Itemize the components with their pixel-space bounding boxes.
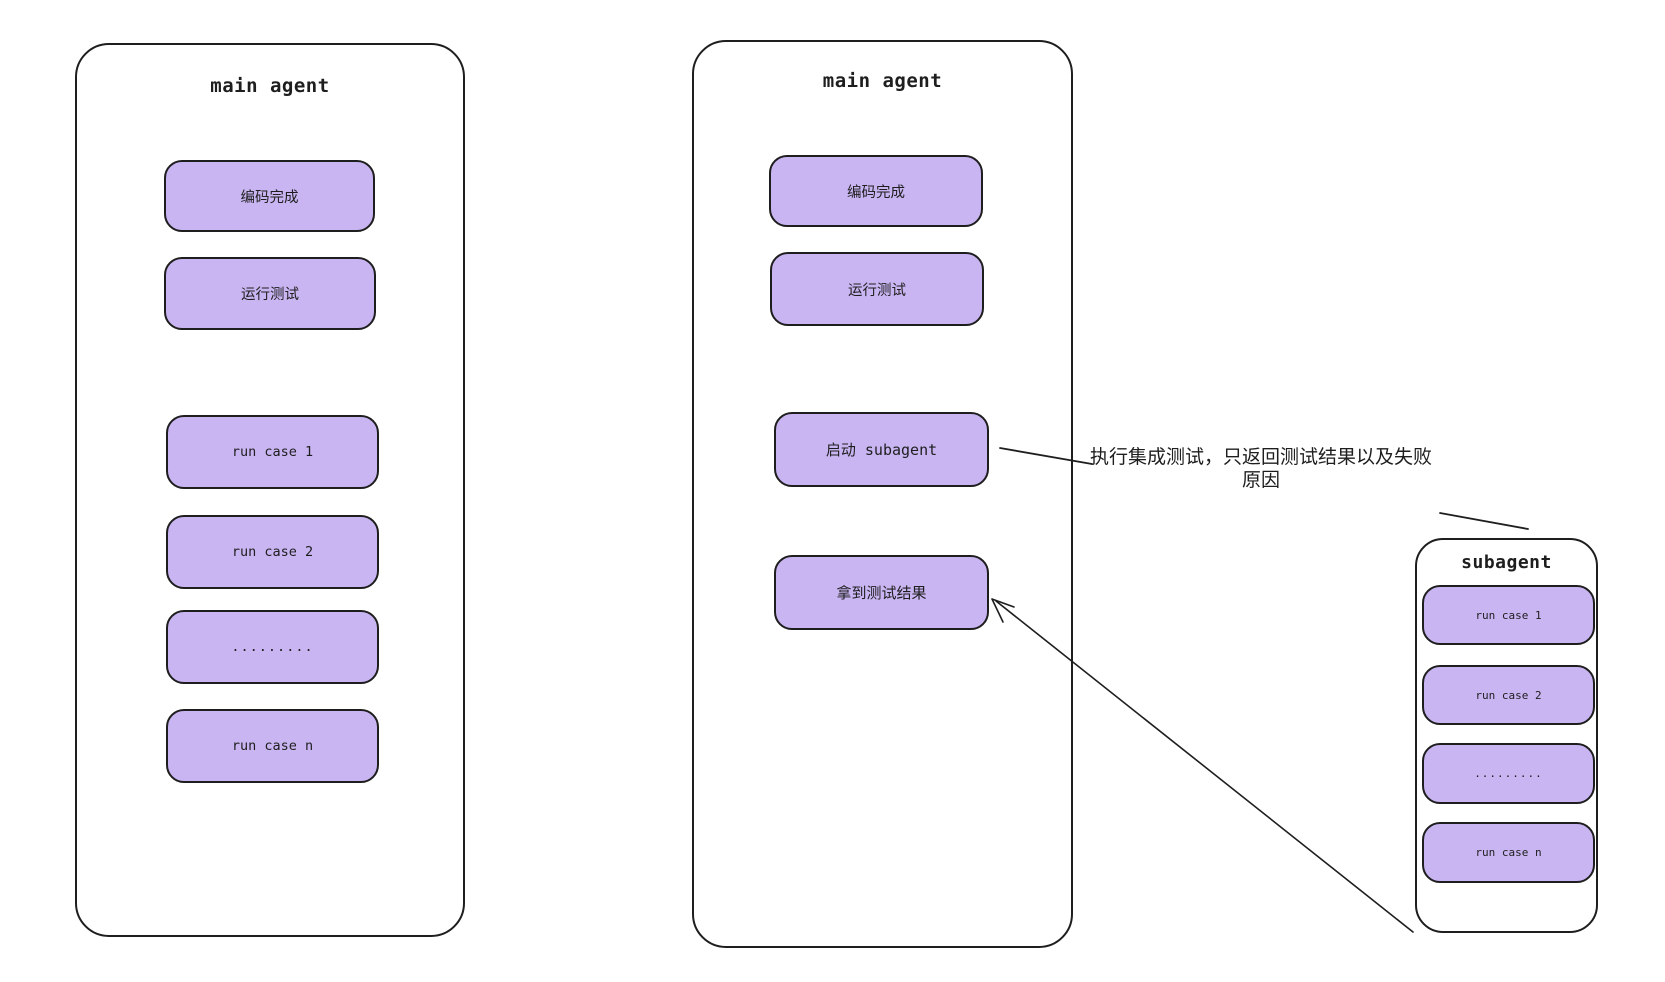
annotation-line-1: 执行集成测试，只返回测试结果以及失败 [1089,447,1432,468]
step-pill-coding-done: 编码完成 [164,160,375,232]
arrow-annotation-label: 执行集成测试，只返回测试结果以及失败 原因 [1072,446,1450,492]
step-pill-get-results: 拿到测试结果 [774,555,989,630]
arrow-annotation-to-subagent [1439,512,1529,530]
main-agent-panel-right: main agent 编码完成 运行测试 启动 subagent 拿到测试结果 [692,40,1073,948]
step-pill-coding-done: 编码完成 [769,155,983,227]
step-pill-run-case-n: run case n [1422,822,1595,883]
panel-title: main agent [822,70,943,92]
step-pill-run-case-2: run case 2 [1422,665,1595,725]
annotation-line-2: 原因 [1241,470,1280,491]
step-pill-ellipsis: ......... [1422,743,1595,804]
panel-title: subagent [1461,552,1552,573]
step-pill-run-case-1: run case 1 [1422,585,1595,645]
step-pill-run-case-2: run case 2 [166,515,379,589]
step-pill-run-case-n: run case n [166,709,379,783]
step-pill-ellipsis: ......... [166,610,379,684]
step-pill-run-tests: 运行测试 [164,257,376,330]
step-pill-launch-subagent: 启动 subagent [774,412,989,487]
main-agent-panel-left: main agent 编码完成 运行测试 run case 1 run case… [75,43,465,937]
step-pill-run-case-1: run case 1 [166,415,379,489]
subagent-panel: subagent run case 1 run case 2 .........… [1415,538,1598,933]
panel-title: main agent [210,75,330,97]
step-pill-run-tests: 运行测试 [770,252,984,326]
